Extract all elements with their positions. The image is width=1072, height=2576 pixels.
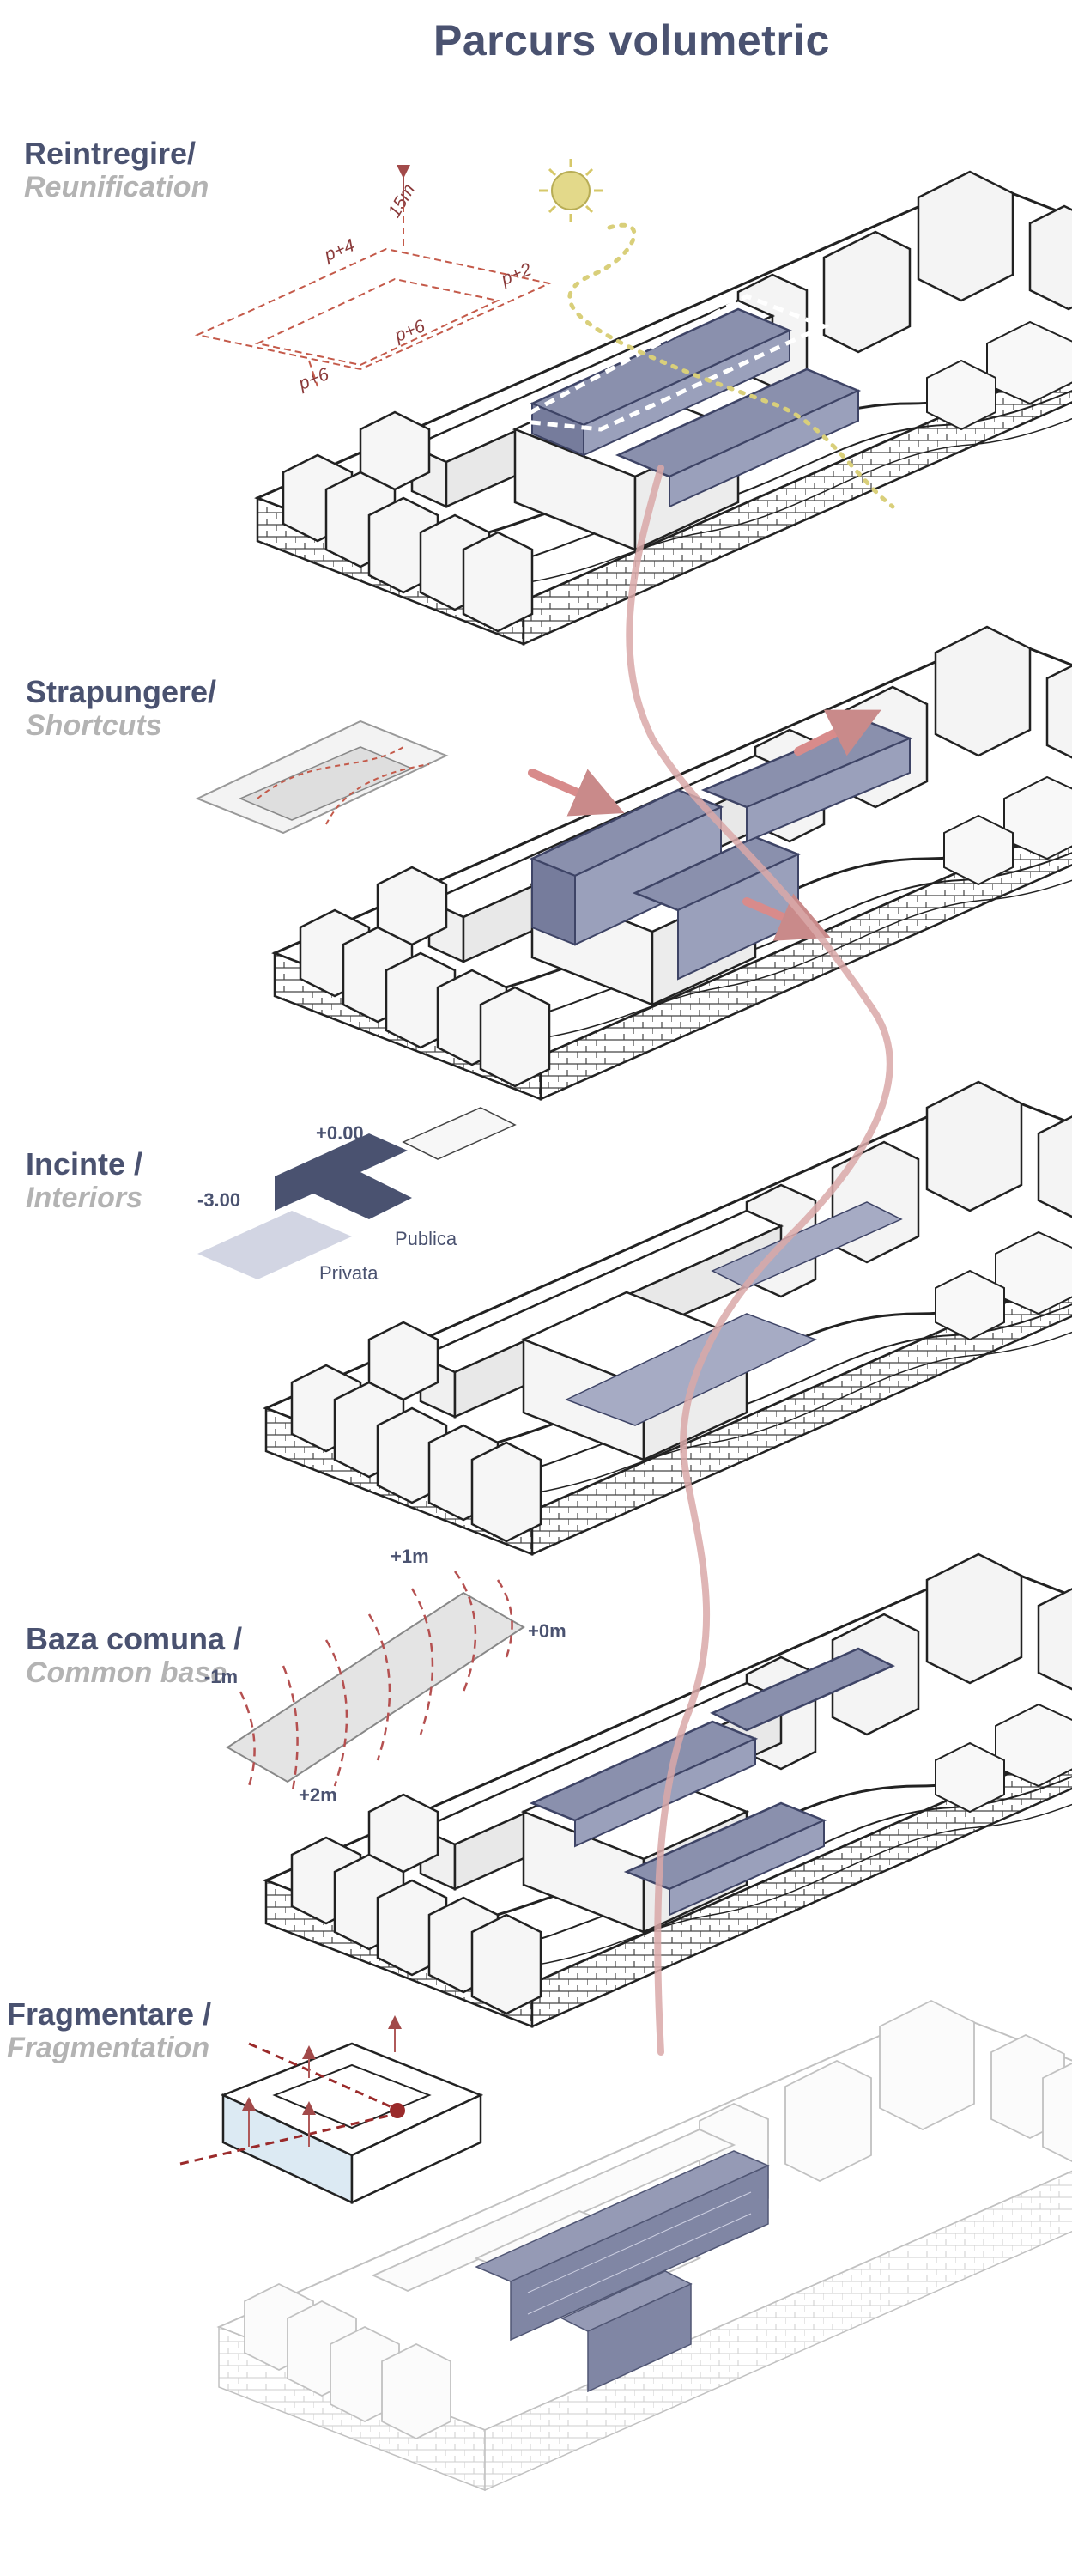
step-subtitle: Shortcuts (26, 709, 162, 743)
step-title: Reintregire/ (24, 136, 197, 171)
step-subtitle: Reunification (24, 171, 209, 204)
step-subtitle: Common base (26, 1656, 227, 1690)
step-title: Fragmentare / (7, 1996, 212, 2032)
massing-step-shortcuts (273, 625, 1072, 1101)
elevation-annotation: +0m (528, 1620, 566, 1642)
page-title: Parcurs volumetric (433, 16, 830, 64)
shortcut-arrows (528, 709, 881, 941)
step-title: Incinte / (26, 1146, 143, 1182)
level-annotation-low: -3.00 (197, 1189, 241, 1211)
sun-icon (539, 159, 603, 222)
step-label-interiors: Incinte / Interiors (26, 1146, 142, 1215)
common-base-plane (226, 1571, 525, 1795)
public-zone-label: Publica (395, 1228, 457, 1249)
plan-outline (194, 172, 553, 387)
private-zone-label: Privata (319, 1262, 379, 1284)
fragmentation-inset (179, 2015, 484, 2204)
shortcut-plan-inset (195, 720, 449, 835)
massing-step-reunification (256, 170, 1072, 646)
level-plan-inset (197, 1107, 517, 1279)
elevation-annotation: -1m (204, 1666, 239, 1687)
elevation-annotation: +1m (391, 1546, 429, 1567)
step-label-reunification: Reintregire/ Reunification (24, 136, 209, 204)
step-label-common-base: Baza comuna / Common base (26, 1621, 242, 1690)
step-label-fragmentation: Fragmentare / Fragmentation (7, 1996, 211, 2065)
step-subtitle: Fragmentation (7, 2032, 210, 2065)
volumetric-path (626, 465, 893, 2056)
massing-step-fragmentation (216, 1999, 1072, 2492)
step-title: Baza comuna / (26, 1621, 243, 1656)
elevation-annotation: +2m (299, 1784, 337, 1806)
step-subtitle: Interiors (26, 1182, 143, 1215)
step-title: Strapungere/ (26, 674, 217, 709)
step-label-shortcuts: Strapungere/ Shortcuts (26, 674, 216, 743)
